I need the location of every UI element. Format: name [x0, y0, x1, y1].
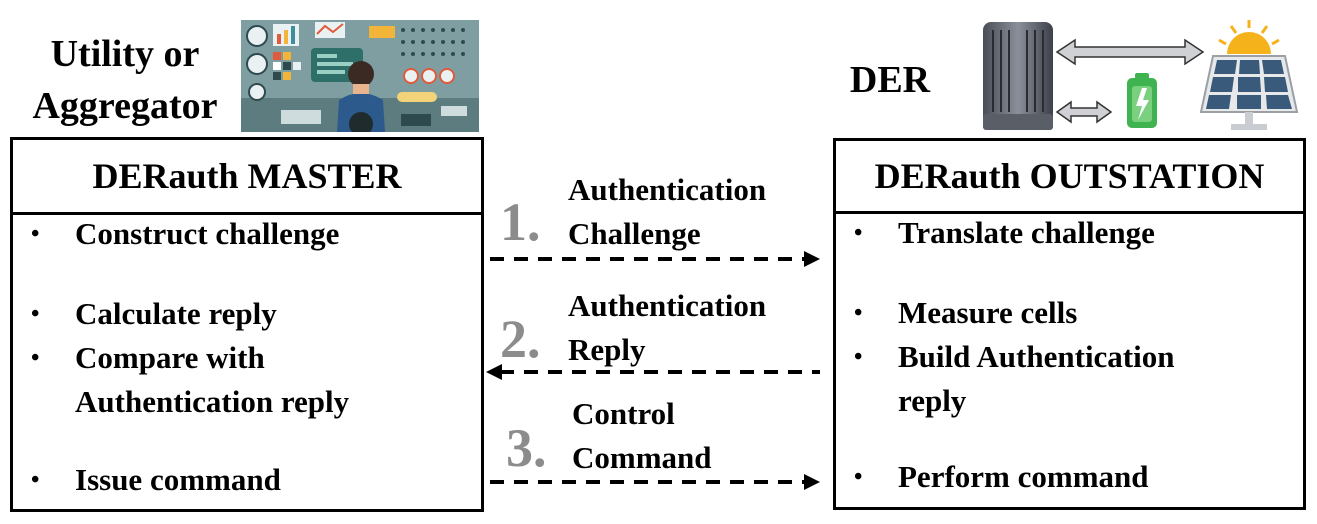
master-title: DERauth MASTER [10, 137, 484, 215]
step-2-label-line1: Authentication [568, 288, 767, 323]
der-illustration [975, 16, 1305, 134]
step-3-label-line1: Control [572, 396, 675, 431]
utility-heading-line1: Utility or [50, 33, 200, 75]
master-panel: DERauth MASTER • Construct challenge • C… [10, 137, 484, 512]
bullet-icon: • [854, 464, 863, 490]
outstation-item-translate: • Translate challenge [854, 211, 1294, 255]
step-1-label-line1: Authentication [568, 172, 767, 207]
bullet-icon: • [854, 220, 863, 246]
bullet-icon: • [31, 301, 40, 327]
outstation-item-build: • Build Authentication reply [854, 335, 1294, 423]
master-item-construct: • Construct challenge [31, 212, 471, 256]
arrow-step-3 [490, 474, 820, 490]
master-item-compare: • Compare with Authentication reply [31, 336, 471, 424]
bullet-icon: • [854, 300, 863, 326]
outstation-panel: DERauth OUTSTATION • Translate challenge… [833, 138, 1306, 510]
outstation-item-measure: • Measure cells [854, 291, 1294, 335]
der-heading: DER [849, 59, 931, 101]
bullet-icon: • [31, 467, 40, 493]
arrow-step-2 [486, 364, 820, 380]
bullet-icon: • [31, 221, 40, 247]
step-3-label-line2: Command [572, 440, 712, 475]
step-1-label-line2: Challenge [568, 216, 701, 251]
bullet-icon: • [31, 345, 40, 371]
bullet-icon: • [854, 344, 863, 370]
arrow-step-1 [490, 251, 820, 267]
step-2-label-line2: Reply [568, 332, 646, 367]
outstation-title: DERauth OUTSTATION [833, 138, 1306, 214]
master-item-issue: • Issue command [31, 458, 471, 502]
utility-heading-line2: Aggregator [32, 85, 218, 127]
control-room-illustration [241, 20, 479, 136]
step-2-number: 2. [500, 309, 541, 369]
master-item-calculate: • Calculate reply [31, 292, 471, 336]
step-1-number: 1. [500, 192, 541, 252]
step-3-number: 3. [506, 418, 547, 478]
utility-heading: Utility or Aggregator [10, 28, 240, 132]
outstation-item-perform: • Perform command [854, 455, 1294, 499]
